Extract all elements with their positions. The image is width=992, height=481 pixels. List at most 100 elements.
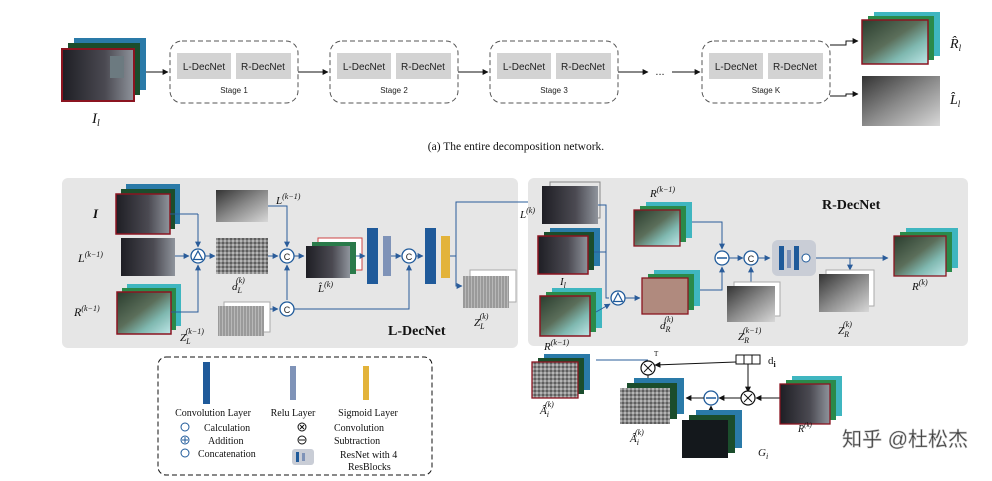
- arrow: [268, 205, 290, 248]
- zl-output-stack: [463, 269, 517, 308]
- l-prev-top-label: L(k−1): [275, 192, 301, 207]
- gi-label: Gi: [758, 447, 768, 461]
- conv-layer: [367, 228, 378, 284]
- legend-relu-swatch: [290, 366, 296, 400]
- filter-cell: [751, 354, 761, 365]
- conv-layer: [425, 228, 436, 284]
- a-hat-top-label: Âi(k): [539, 400, 554, 419]
- calculation-triangle-icon: [612, 291, 624, 303]
- legend-subtraction-label: Subtraction: [334, 436, 380, 447]
- zl-prev-stack: [218, 301, 271, 336]
- legend-conv-label: Convolution Layer: [175, 408, 251, 419]
- l-hat-image-stack: [306, 237, 363, 278]
- arrow: [654, 361, 737, 368]
- il-image-stack: [537, 228, 600, 275]
- i-label: I: [92, 206, 99, 221]
- legend-sigmoid-swatch: [363, 366, 369, 400]
- legend-convolution-label: Convolution: [334, 423, 384, 434]
- a-hat-lower-label: Âi(k): [629, 428, 644, 447]
- illumination-output-image: [862, 76, 940, 126]
- l-decnet-label: L-DecNet: [503, 62, 545, 73]
- arrow: [171, 264, 201, 313]
- stage-label: Stage K: [752, 86, 781, 95]
- stage-2: L-DecNet R-DecNet Stage 2: [329, 40, 459, 104]
- l-prev-label: L(k−1): [77, 250, 103, 265]
- legend-calculation-label: Calculation: [204, 423, 250, 434]
- relu-layer: [383, 236, 391, 276]
- calculation-triangle-icon: [192, 249, 204, 261]
- di-label: di: [768, 355, 777, 369]
- zr-stack: [819, 269, 875, 312]
- r-prev-label-right: R(k−1): [543, 338, 569, 353]
- arrow: [700, 266, 725, 291]
- rk-image-stack: [893, 228, 958, 277]
- resnet-conv-bar: [779, 246, 784, 270]
- reflectance-output-label: R̂l: [949, 36, 962, 53]
- r-prev-top-label: R(k−1): [649, 185, 675, 200]
- sigmoid-layer: [441, 236, 450, 278]
- zl-label: ZL(k): [474, 312, 489, 331]
- stage-1: L-DecNet R-DecNet Stage 1: [169, 40, 299, 104]
- l-decnet-label: L-DecNet: [343, 62, 385, 73]
- input-label: Il: [91, 111, 100, 129]
- r-decnet-label: R-DecNet: [241, 62, 285, 73]
- zr-prev-stack: [727, 281, 781, 322]
- arrow: [830, 38, 859, 46]
- l-decnet-title: L-DecNet: [388, 324, 446, 339]
- illumination-output-label: L̂l: [949, 92, 961, 109]
- legend-conv-swatch: [203, 362, 210, 404]
- filter-cell: [735, 354, 745, 365]
- convolution-glyph: [743, 393, 753, 403]
- i-image-stack: [115, 184, 180, 235]
- arrow: [455, 199, 539, 256]
- resnet-conv-bar: [794, 246, 799, 270]
- watermark: 知乎 @杜松杰: [842, 428, 968, 451]
- l-decnet-block: [497, 53, 551, 79]
- convolution-glyph: [643, 363, 653, 373]
- legend-resnet-label-1: ResNet with 4: [340, 450, 397, 461]
- zl-prev-label: ZL(k−1): [180, 327, 204, 346]
- ellipsis: ...: [655, 66, 664, 78]
- l-decnet-label: L-DecNet: [715, 62, 757, 73]
- dr-image-stack: [641, 270, 700, 315]
- stage-label: Stage 1: [220, 86, 248, 95]
- calculation-icon: [180, 422, 190, 432]
- arrow: [450, 255, 463, 289]
- stage-label: Stage 2: [380, 86, 408, 95]
- dl-image: [216, 238, 268, 274]
- a-hat-lower-stack: [620, 378, 684, 424]
- lk-label: L(k): [519, 206, 535, 221]
- concatenation-glyph: C: [406, 252, 413, 262]
- resnet-icon-bar: [296, 452, 299, 462]
- dr-label: dR(k): [660, 315, 674, 334]
- l-decnet-label: L-DecNet: [183, 62, 225, 73]
- input-image-stack: [61, 38, 146, 102]
- convolution-glyph: [299, 424, 305, 430]
- a-hat-top-stack: [531, 354, 590, 399]
- legend-resnet-label-2: ResBlocks: [348, 462, 391, 473]
- resnet-relu-bar: [787, 250, 791, 268]
- r-decnet-title: R-DecNet: [822, 198, 881, 213]
- concatenation-glyph: C: [284, 252, 291, 262]
- arrow: [294, 264, 412, 310]
- arrow: [830, 91, 859, 97]
- lk-image-stack: [542, 181, 601, 224]
- r-decnet-block: [768, 53, 823, 79]
- stage-3: L-DecNet R-DecNet Stage 3: [489, 40, 619, 104]
- legend-relu-label: Relu Layer: [271, 408, 316, 419]
- rk-label: R(k): [911, 278, 928, 293]
- r-prev-label: R(k−1): [73, 304, 100, 319]
- arrow: [595, 303, 611, 313]
- addition-icon: [801, 253, 811, 263]
- arrow: [692, 221, 725, 250]
- r-prev-image-stack: [116, 284, 181, 335]
- l-decnet-block: [177, 53, 231, 79]
- ri-label: R(k): [797, 421, 813, 435]
- concatenation-glyph: C: [284, 305, 291, 315]
- r-decnet-label: R-DecNet: [561, 62, 605, 73]
- l-decnet-block: [709, 53, 763, 79]
- zr-prev-label: ZR(k−1): [738, 326, 762, 345]
- legend-addition-label: Addition: [208, 436, 244, 447]
- l-prev-image: [121, 238, 175, 276]
